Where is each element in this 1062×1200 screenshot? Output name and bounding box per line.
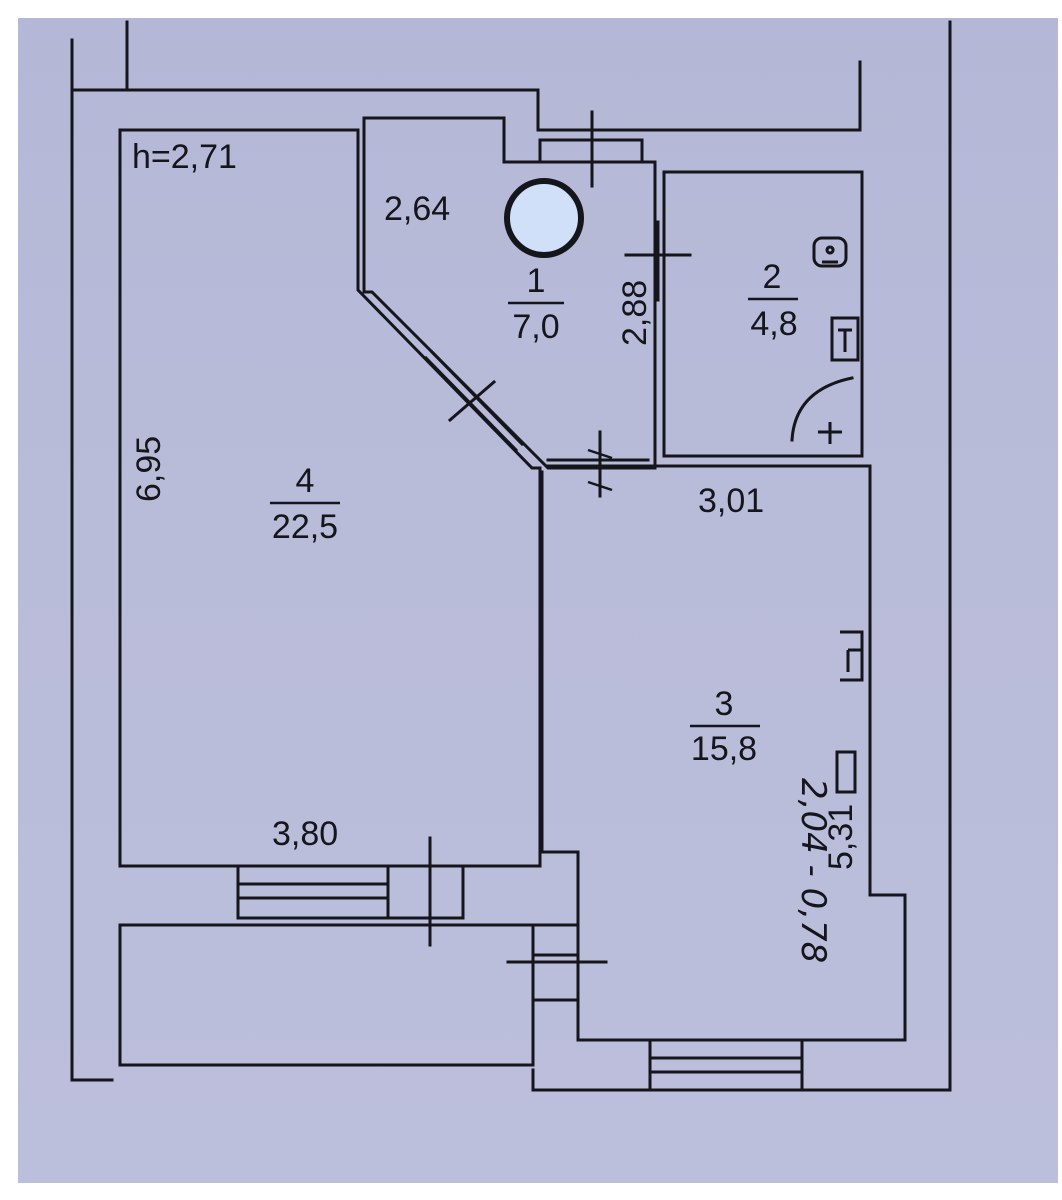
balcony-wall bbox=[118, 923, 535, 1067]
living-window bbox=[236, 864, 465, 920]
bath-plus-glyph bbox=[818, 422, 842, 444]
room-2-area: 4,8 bbox=[750, 305, 797, 343]
kitchen-wall bbox=[540, 464, 907, 1042]
dim-living-width: 3,80 bbox=[272, 815, 338, 853]
dim-kitchen-width: 3,01 bbox=[698, 482, 764, 520]
room-3-area: 15,8 bbox=[691, 730, 757, 768]
floor-plan-drawing: 1 7,0 2 4,8 3 15,8 4 22,5 h=2,71 2,64 3,… bbox=[70, 20, 952, 1092]
bath-radiator-glyph bbox=[838, 328, 852, 352]
room-1-area: 7,0 bbox=[512, 308, 559, 346]
corridor-wall bbox=[362, 116, 657, 470]
room-2-number: 2 bbox=[763, 258, 782, 296]
room-3-number: 3 bbox=[715, 685, 734, 723]
room-4-area: 22,5 bbox=[272, 508, 338, 546]
meter-symbol bbox=[835, 750, 857, 794]
room-4-number: 4 bbox=[296, 462, 315, 500]
boiler-symbol bbox=[812, 236, 848, 268]
dim-living-height: 6,95 bbox=[130, 436, 168, 502]
bathroom-wall bbox=[662, 170, 864, 458]
riser-circle bbox=[504, 178, 584, 258]
handwritten-radiator-note: 2,04 - 0,78 bbox=[793, 778, 833, 963]
dim-bath-wall: 2,88 bbox=[616, 280, 654, 346]
bath-arc-symbol bbox=[790, 376, 854, 442]
outer-wall-left bbox=[70, 20, 129, 92]
outer-wall-bottom-right bbox=[531, 1068, 952, 1092]
bath-radiator-symbol bbox=[830, 316, 860, 362]
dim-kitchen-length: 5,31 bbox=[822, 804, 860, 870]
outer-wall-top bbox=[125, 60, 862, 132]
living-door-tick bbox=[447, 379, 497, 423]
kitchen-door-cross-2 bbox=[587, 480, 613, 492]
ceiling-height-label: h=2,71 bbox=[132, 138, 237, 176]
living-door-line-1 bbox=[423, 355, 519, 453]
boiler-glyph bbox=[822, 245, 838, 264]
dim-corridor-width: 2,64 bbox=[384, 190, 450, 228]
kitchen-radiator-glyph bbox=[840, 630, 864, 682]
room-1-number: 1 bbox=[527, 262, 546, 300]
kitchen-door-cross-1 bbox=[587, 448, 613, 460]
kitchen-window bbox=[648, 1038, 804, 1092]
floor-plan-sheet: 1 7,0 2 4,8 3 15,8 4 22,5 h=2,71 2,64 3,… bbox=[18, 18, 1058, 1183]
living-room-wall bbox=[118, 128, 542, 868]
